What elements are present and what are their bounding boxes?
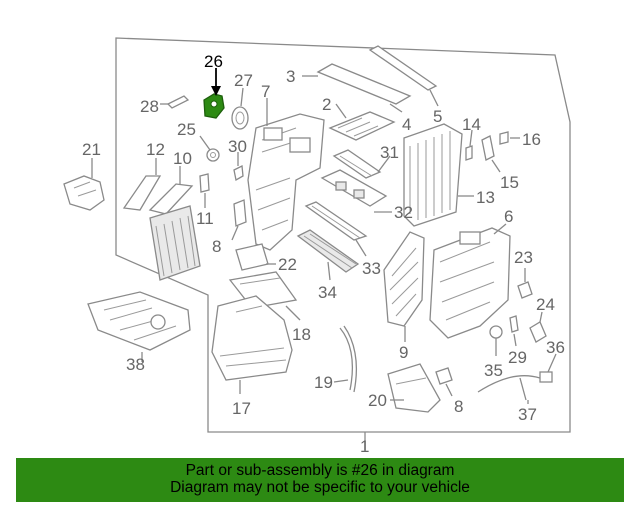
callout-8-a[interactable]: 8 (212, 237, 221, 256)
callout-15[interactable]: 15 (500, 173, 519, 192)
callout-32[interactable]: 32 (394, 203, 413, 222)
callout-7[interactable]: 7 (261, 82, 270, 101)
part-15-bracket[interactable] (481, 135, 501, 173)
callout-9[interactable]: 9 (399, 343, 408, 362)
banner-line-2: Diagram may not be specific to your vehi… (170, 479, 470, 496)
part-31-door[interactable] (332, 149, 391, 179)
callout-5[interactable]: 5 (433, 107, 442, 126)
callout-38[interactable]: 38 (126, 355, 145, 374)
callout-2[interactable]: 2 (322, 95, 331, 114)
part-23-actuator[interactable] (517, 268, 533, 299)
callout-6[interactable]: 6 (504, 207, 513, 226)
part-30-clip[interactable] (233, 152, 244, 182)
info-banner: Part or sub-assembly is #26 in diagram D… (16, 458, 624, 502)
part-7-case[interactable] (247, 98, 325, 251)
callout-17[interactable]: 17 (232, 399, 251, 418)
part-19-hose[interactable] (333, 325, 357, 393)
part-20-duct[interactable] (387, 363, 441, 413)
part-34-filter[interactable] (296, 229, 360, 281)
callout-20[interactable]: 20 (368, 391, 387, 410)
part-25-gear[interactable] (199, 135, 220, 162)
part-2-door[interactable] (328, 103, 396, 141)
callout-13[interactable]: 13 (476, 188, 495, 207)
callout-33[interactable]: 33 (362, 259, 381, 278)
part-8-clip-b[interactable] (435, 367, 453, 397)
part-8-clip-a[interactable] (231, 199, 247, 241)
callout-27[interactable]: 27 (234, 71, 253, 90)
callout-11[interactable]: 11 (196, 209, 214, 228)
callout-37[interactable]: 37 (518, 405, 537, 424)
callout-23[interactable]: 23 (514, 248, 533, 267)
part-27-motor[interactable] (231, 87, 249, 130)
part-12-pipe[interactable] (122, 158, 162, 211)
part-21-duct[interactable] (63, 158, 105, 211)
callout-31[interactable]: 31 (380, 143, 399, 162)
part-28-link[interactable] (160, 95, 190, 109)
callout-10[interactable]: 10 (173, 149, 192, 168)
part-26-actuator[interactable] (203, 68, 225, 119)
part-33-filter[interactable] (304, 201, 368, 257)
callout-19[interactable]: 19 (314, 373, 333, 392)
callout-3[interactable]: 3 (286, 67, 295, 86)
part-13-filter[interactable] (403, 123, 474, 227)
part-38-cover[interactable] (87, 291, 191, 362)
callout-18[interactable]: 18 (292, 325, 311, 344)
part-22-gasket[interactable] (235, 243, 276, 271)
callout-4[interactable]: 4 (402, 115, 411, 134)
part-4-seal[interactable] (389, 103, 403, 113)
part-36-connector[interactable] (539, 353, 557, 383)
callout-26[interactable]: 26 (204, 52, 223, 71)
part-14-sensor[interactable] (465, 129, 473, 161)
part-10-pipe[interactable] (148, 166, 194, 215)
callout-34[interactable]: 34 (318, 283, 337, 302)
callout-35[interactable]: 35 (484, 361, 503, 380)
callout-16[interactable]: 16 (522, 130, 541, 149)
part-32-door[interactable] (320, 169, 392, 213)
part-11-seal[interactable] (199, 173, 210, 208)
assembly-outline (115, 37, 571, 433)
heater-core[interactable] (149, 205, 201, 281)
part-9-case[interactable] (383, 231, 425, 342)
callout-21[interactable]: 21 (82, 140, 101, 159)
callout-12[interactable]: 12 (146, 140, 165, 159)
callout-1[interactable]: 1 (360, 437, 369, 456)
part-16-clip[interactable] (499, 131, 520, 145)
callout-30[interactable]: 30 (228, 137, 247, 156)
part-24-actuator[interactable] (529, 311, 547, 343)
part-17-lower-case[interactable] (211, 295, 293, 394)
part-3-seal[interactable] (302, 63, 412, 105)
banner-line-1: Part or sub-assembly is #26 in diagram (185, 462, 455, 479)
callout-25[interactable]: 25 (177, 120, 196, 139)
part-5-seal[interactable] (368, 45, 439, 107)
callout-29[interactable]: 29 (508, 348, 527, 367)
part-6-case[interactable] (429, 223, 511, 339)
part-37-harness[interactable] (477, 375, 541, 404)
callout-22[interactable]: 22 (278, 255, 297, 274)
callout-36[interactable]: 36 (546, 338, 565, 357)
part-35-motor[interactable] (489, 325, 503, 356)
callout-14[interactable]: 14 (462, 115, 481, 134)
callout-8-b[interactable]: 8 (454, 397, 463, 416)
callout-28[interactable]: 28 (140, 97, 159, 116)
callout-24[interactable]: 24 (536, 295, 555, 314)
part-29-sensor[interactable] (509, 315, 519, 347)
